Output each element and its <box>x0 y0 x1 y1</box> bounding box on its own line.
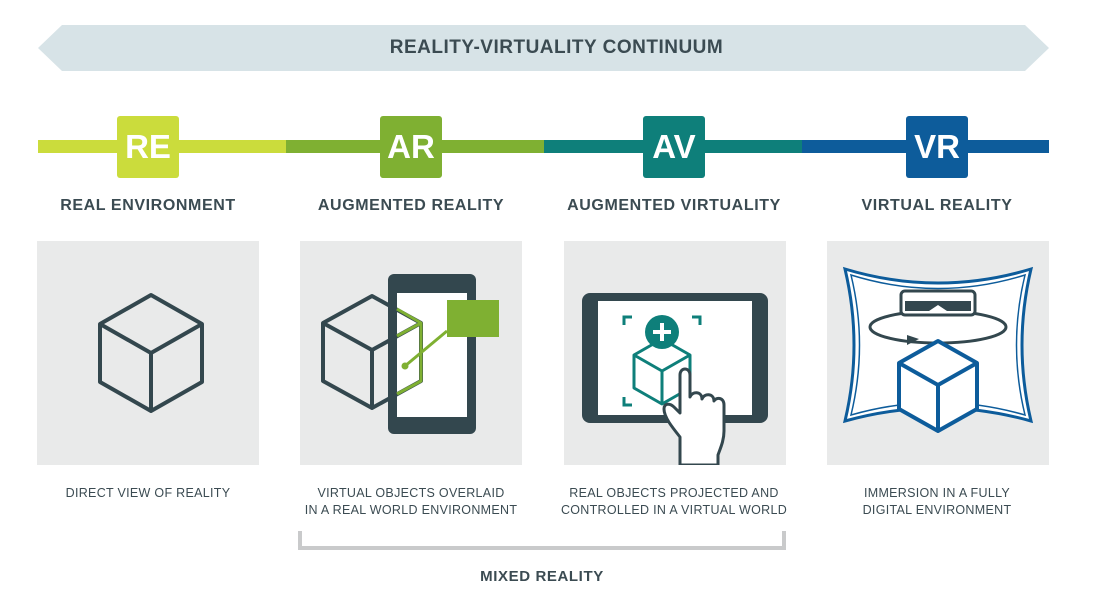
badge-ar: AR <box>380 116 442 178</box>
stage-title-av: AUGMENTED VIRTUALITY <box>567 197 781 214</box>
banner-arrow-shape <box>38 25 1049 71</box>
stage-title-ar: AUGMENTED REALITY <box>317 197 505 214</box>
description-vr-line-2: DIGITAL ENVIRONMENT <box>862 503 1012 517</box>
badge-re: RE <box>117 116 179 178</box>
description-ar-line-1: VIRTUAL OBJECTS OVERLAID <box>317 486 505 500</box>
mixed-reality-label: MIXED REALITY <box>480 568 604 585</box>
description-vr-line-1: IMMERSION IN A FULLY <box>863 486 1011 500</box>
panel-av <box>564 241 786 465</box>
stage-title-re: REAL ENVIRONMENT <box>60 197 236 214</box>
panel-vr <box>827 241 1049 465</box>
description-re-line-1: DIRECT VIEW OF REALITY <box>65 486 231 500</box>
description-av-line-2: CONTROLLED IN A VIRTUAL WORLD <box>560 503 788 517</box>
panel-ar <box>300 241 522 465</box>
description-ar-line-2: IN A REAL WORLD ENVIRONMENT <box>304 503 518 517</box>
description-re: DIRECT VIEW OF REALITY <box>18 485 278 502</box>
badge-av: AV <box>643 116 705 178</box>
cube-icon <box>98 293 204 413</box>
badge-vr: VR <box>906 116 968 178</box>
description-av: REAL OBJECTS PROJECTED AND CONTROLLED IN… <box>544 485 804 519</box>
phone-overlay-icon <box>321 274 499 434</box>
description-vr: IMMERSION IN A FULLY DIGITAL ENVIRONMENT <box>807 485 1067 519</box>
description-av-line-1: REAL OBJECTS PROJECTED AND <box>569 486 779 500</box>
description-ar: VIRTUAL OBJECTS OVERLAID IN A REAL WORLD… <box>281 485 541 519</box>
banner-title: REALITY-VIRTUALITY CONTINUUM <box>389 37 724 58</box>
continuum-banner <box>38 25 1049 71</box>
stage-title-vr: VIRTUAL REALITY <box>861 197 1013 214</box>
panel-re <box>37 241 259 465</box>
tablet-touch-icon <box>582 293 768 465</box>
vr-headset-icon <box>842 266 1034 433</box>
mixed-reality-bracket <box>298 531 786 550</box>
